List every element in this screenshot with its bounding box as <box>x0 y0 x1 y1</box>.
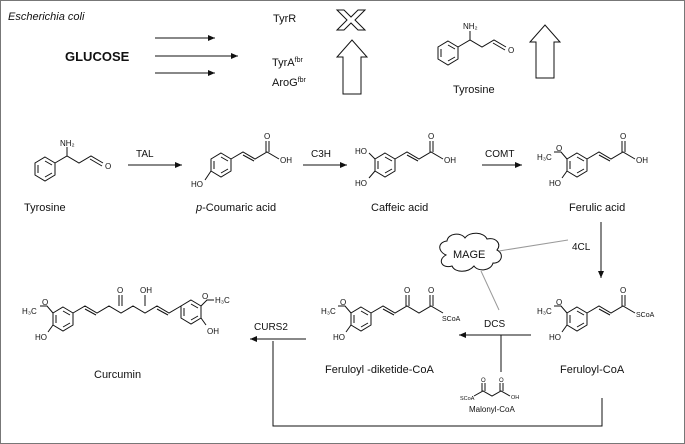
svg-text:NH₂: NH₂ <box>463 22 478 31</box>
svg-text:HO: HO <box>549 333 561 342</box>
tyrosine-structure <box>34 147 104 182</box>
svg-text:O: O <box>428 286 434 295</box>
svg-text:SCoA: SCoA <box>460 396 475 402</box>
mage-to-4cl-line <box>498 239 569 252</box>
tyrr-label: TyrR <box>273 13 296 25</box>
svg-text:OH: OH <box>636 156 648 165</box>
mage-label: MAGE <box>453 249 485 261</box>
svg-text:OH: OH <box>444 156 456 165</box>
svg-text:O: O <box>499 378 504 384</box>
svg-text:HO: HO <box>333 333 345 342</box>
svg-text:OH: OH <box>207 327 219 336</box>
svg-text:H₃C: H₃C <box>22 307 37 316</box>
dcs-label: DCS <box>484 319 505 330</box>
mage-to-dcs-line <box>480 270 500 311</box>
svg-text:O: O <box>620 132 626 141</box>
tyrosine-top-label: Tyrosine <box>453 84 495 96</box>
glucose-label: GLUCOSE <box>65 49 130 64</box>
knockout-cross-icon <box>335 9 367 31</box>
tyrosine-increase-arrow-icon <box>528 24 562 79</box>
recycle-line <box>272 341 603 427</box>
svg-text:SCoA: SCoA <box>636 312 655 319</box>
svg-text:O: O <box>556 298 562 307</box>
tyrosine-label: Tyrosine <box>24 202 66 214</box>
svg-text:HO: HO <box>549 179 561 188</box>
svg-text:OH: OH <box>140 286 152 295</box>
tyrosine-top-structure <box>437 31 507 66</box>
svg-text:O: O <box>404 286 410 295</box>
p-coumaric-structure <box>204 141 280 181</box>
svg-text:H₃C: H₃C <box>537 153 552 162</box>
svg-text:O: O <box>556 144 562 153</box>
svg-text:O: O <box>264 132 270 141</box>
svg-text:H₃C: H₃C <box>537 307 552 316</box>
feruloyl-coa-structure <box>554 295 636 333</box>
curs2-label: CURS2 <box>254 322 288 333</box>
malonyl-coa-label: Malonyl-CoA <box>469 405 515 414</box>
svg-text:HO: HO <box>355 179 367 188</box>
ferulic-structure <box>554 141 636 179</box>
svg-text:HO: HO <box>191 180 203 189</box>
svg-text:HO: HO <box>355 147 367 156</box>
svg-text:O: O <box>620 286 626 295</box>
svg-text:SCoA: SCoA <box>442 316 461 323</box>
feruloyl-diketide-label: Feruloyl -diketide-CoA <box>325 364 434 376</box>
glucose-arrows <box>155 35 238 76</box>
malonyl-coa-structure <box>473 383 511 397</box>
svg-text:O: O <box>340 298 346 307</box>
svg-text:O: O <box>508 46 514 55</box>
tyra-label: TyrAfbr <box>272 57 303 69</box>
organism-label: Escherichia coli <box>8 11 85 23</box>
feruloyl-coa-label: Feruloyl-CoA <box>560 364 625 376</box>
svg-text:O: O <box>105 162 111 171</box>
caffeic-structure <box>368 141 444 179</box>
svg-text:O: O <box>481 378 486 384</box>
curcumin-label: Curcumin <box>94 369 141 381</box>
svg-text:O: O <box>202 292 208 301</box>
svg-text:H₃C: H₃C <box>321 307 336 316</box>
svg-text:O: O <box>428 132 434 141</box>
mage-cloud <box>439 232 502 272</box>
svg-text:O: O <box>42 298 48 307</box>
overexpression-arrow-icon <box>335 39 369 95</box>
svg-text:NH₂: NH₂ <box>60 139 75 148</box>
comt-label: COMT <box>485 149 514 160</box>
svg-text:O: O <box>117 286 123 295</box>
ferulic-label: Ferulic acid <box>569 202 625 214</box>
caffeic-label: Caffeic acid <box>371 202 428 214</box>
feruloyl-diketide-structure <box>338 295 444 333</box>
c3h-label: C3H <box>311 149 331 160</box>
p-coumaric-label: p-Coumaric acid <box>195 202 276 214</box>
svg-text:HO: HO <box>35 333 47 342</box>
svg-text:OH: OH <box>280 156 292 165</box>
arog-label: AroGfbr <box>272 77 307 89</box>
curcumin-structure <box>40 295 214 333</box>
tal-label: TAL <box>136 149 154 160</box>
fourcl-label: 4CL <box>572 242 591 253</box>
svg-text:OH: OH <box>511 395 519 401</box>
svg-text:H₃C: H₃C <box>215 296 230 305</box>
